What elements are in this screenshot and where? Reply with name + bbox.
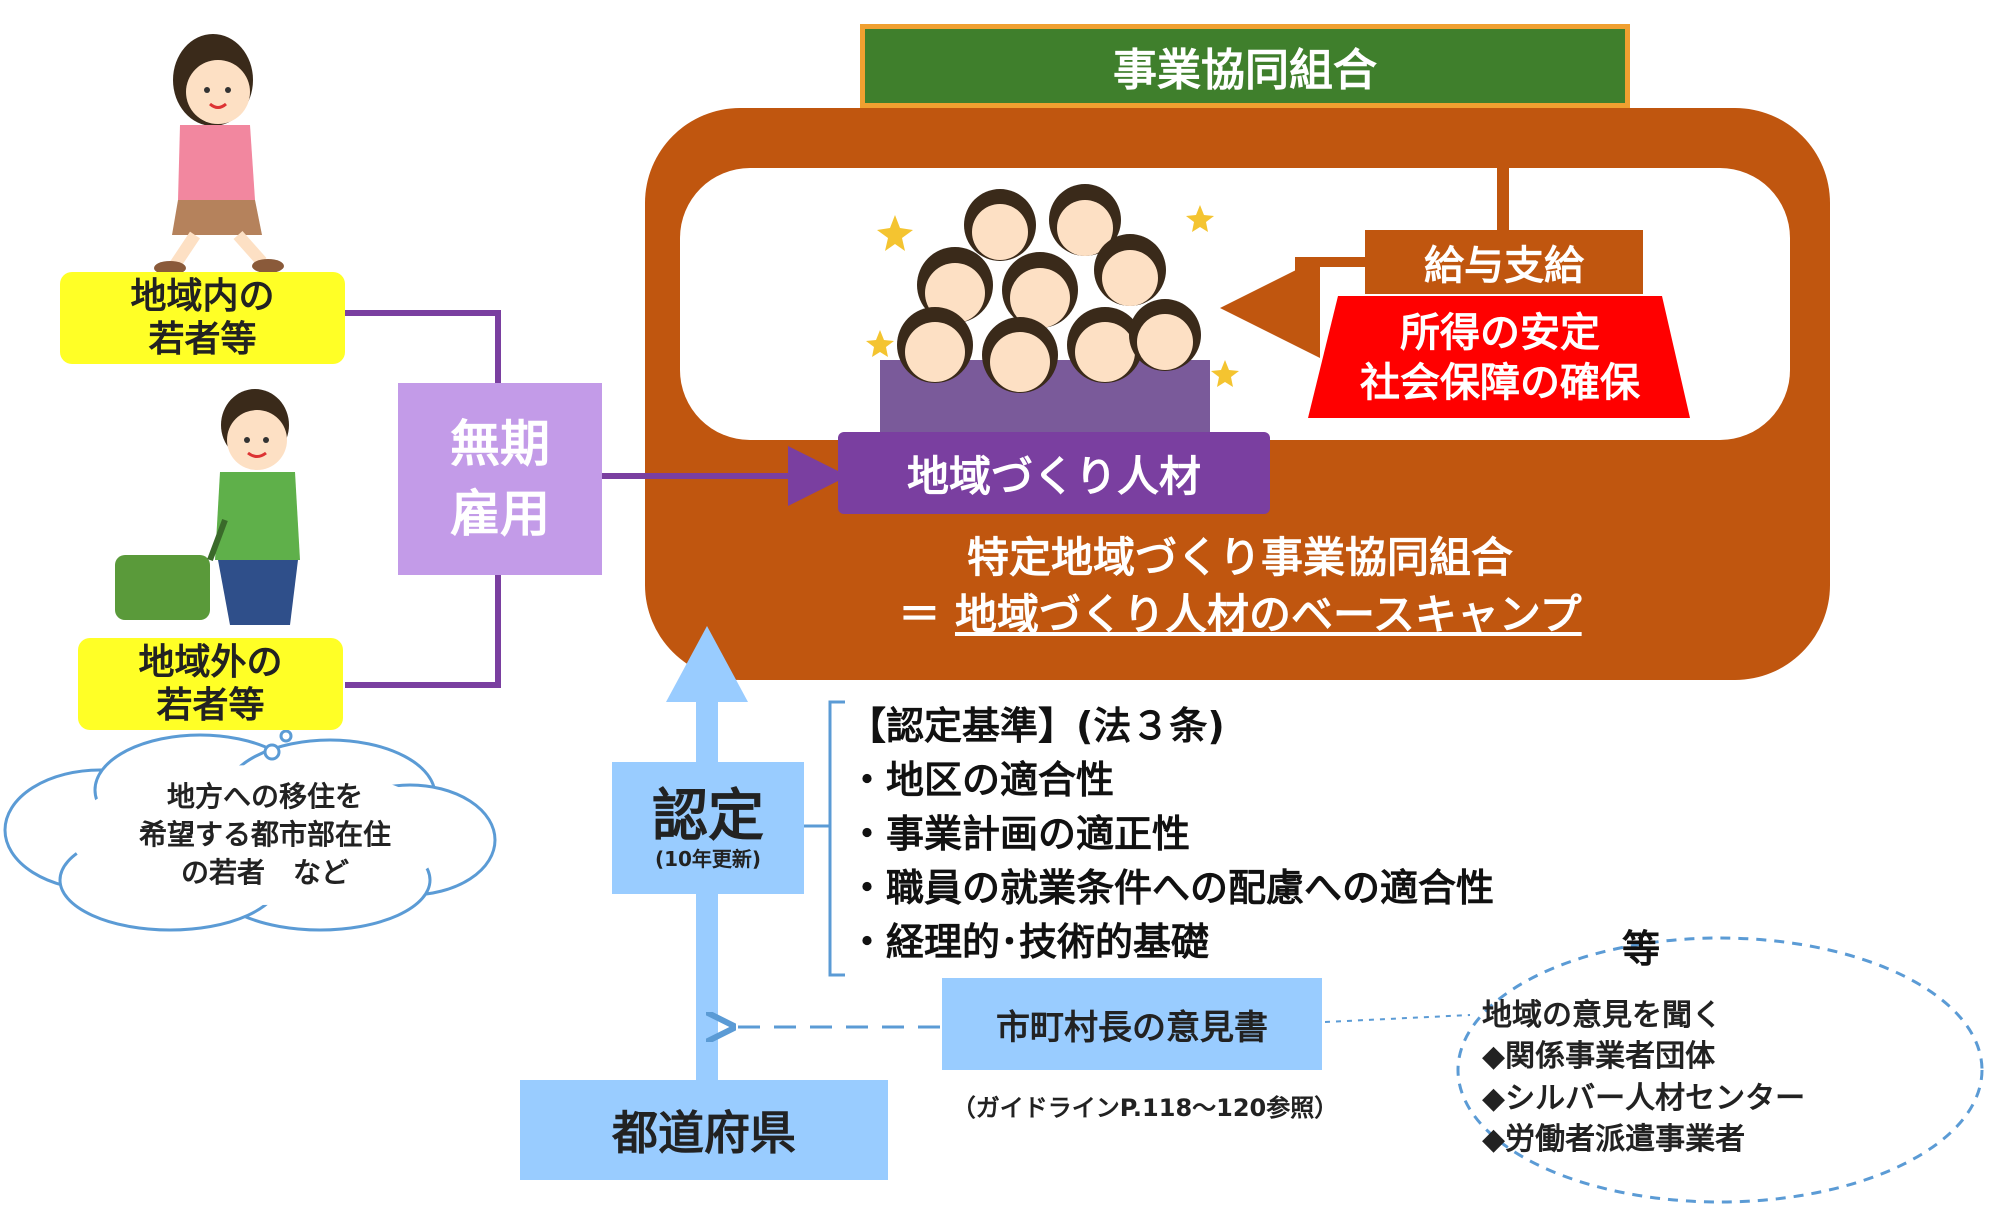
opinion-box: 市町村長の意見書 <box>942 978 1322 1070</box>
stability-box: 所得の安定 社会保障の確保 <box>1320 300 1680 415</box>
outside-youth-line2: 若者等 <box>156 685 265 726</box>
salary-arrow <box>1220 257 1365 358</box>
outside-youth-line1: 地域外の <box>138 641 283 683</box>
workers-label-box: 地域づくり人材 <box>838 432 1270 514</box>
local-youth-illustration <box>154 34 284 275</box>
bubble-connector <box>1324 1014 1471 1023</box>
prefecture-box: 都道府県 <box>520 1080 888 1180</box>
criteria-etc: 等 <box>1622 927 1661 971</box>
salary-text: 給与支給 <box>1424 243 1584 289</box>
outside-youth-connector <box>345 575 501 688</box>
certification-title: 認定 <box>652 784 764 850</box>
local-youth-box: 地域内の 若者等 <box>60 272 345 364</box>
bubble-item: ◆シルバー人材センター <box>1482 1080 1806 1116</box>
criteria-heading: 【認定基準】(法３条) <box>848 704 1225 748</box>
caption-equals: ＝ <box>898 589 941 639</box>
criteria-item: ・経理的･技術的基礎 <box>848 919 1210 964</box>
opinion-bubble <box>1456 936 1984 1204</box>
caption-basecamp: 地域づくり人材のベースキャンプ <box>954 589 1582 639</box>
salary-box: 給与支給 <box>1365 230 1643 294</box>
local-youth-line2: 若者等 <box>148 319 257 360</box>
certification-box: 認定 (10年更新) <box>612 762 804 894</box>
stability-line2: 社会保障の確保 <box>1360 359 1640 406</box>
local-youth-line1: 地域内の <box>130 275 275 317</box>
outside-youth-illustration <box>115 389 300 625</box>
caption-line2: ＝ 地域づくり人材のベースキャンプ <box>660 587 1820 644</box>
local-youth-connector <box>345 310 501 383</box>
bubble-item: ◆関係事業者団体 <box>1482 1039 1716 1075</box>
cooperative-caption: 特定地域づくり事業協同組合 ＝ 地域づくり人材のベースキャンプ <box>660 530 1820 643</box>
stability-shape <box>1308 296 1690 418</box>
prefecture-text: 都道府県 <box>612 1106 796 1160</box>
criteria-item: ・事業計画の適正性 <box>848 811 1191 856</box>
employment-line1: 無期 <box>450 415 550 473</box>
thought-cloud <box>3 729 497 932</box>
bubble-text: 地域の意見を聞く ◆関係事業者団体 ◆シルバー人材センター ◆労働者派遣事業者 <box>1482 995 1962 1161</box>
employment-box: 無期 雇用 <box>398 383 602 575</box>
certification-sub: (10年更新) <box>654 846 762 871</box>
opinion-note: （ガイドラインP.118～120参照） <box>951 1094 1339 1122</box>
criteria-bracket <box>800 700 845 977</box>
employment-line2: 雇用 <box>450 485 550 543</box>
certification-arrow-head <box>666 626 748 702</box>
cooperative-header: 事業協同組合 <box>860 24 1630 108</box>
caption-line1: 特定地域づくり事業協同組合 <box>966 533 1513 582</box>
opinion-text: 市町村長の意見書 <box>996 1007 1268 1048</box>
cloud-line1: 地方への移住を <box>166 780 363 814</box>
criteria-item: ・地区の適合性 <box>848 757 1115 802</box>
cloud-line3: の若者 など <box>180 855 349 889</box>
cloud-line2: 希望する都市部在住 <box>138 818 391 852</box>
cooperative-header-text: 事業協同組合 <box>1113 45 1377 96</box>
workers-crowd-illustration <box>866 184 1239 435</box>
workers-label-text: 地域づくり人材 <box>906 451 1201 501</box>
outside-youth-box: 地域外の 若者等 <box>78 638 343 730</box>
cloud-text: 地方への移住を 希望する都市部在住 の若者 など <box>80 770 450 900</box>
bubble-heading: 地域の意見を聞く <box>1482 998 1722 1033</box>
criteria-item: ・職員の就業条件への配慮への適合性 <box>848 865 1495 910</box>
bubble-item: ◆労働者派遣事業者 <box>1482 1122 1746 1158</box>
stability-line1: 所得の安定 <box>1400 309 1600 356</box>
criteria-list: 【認定基準】(法３条) ・地区の適合性 ・事業計画の適正性 ・職員の就業条件への… <box>848 700 1668 970</box>
